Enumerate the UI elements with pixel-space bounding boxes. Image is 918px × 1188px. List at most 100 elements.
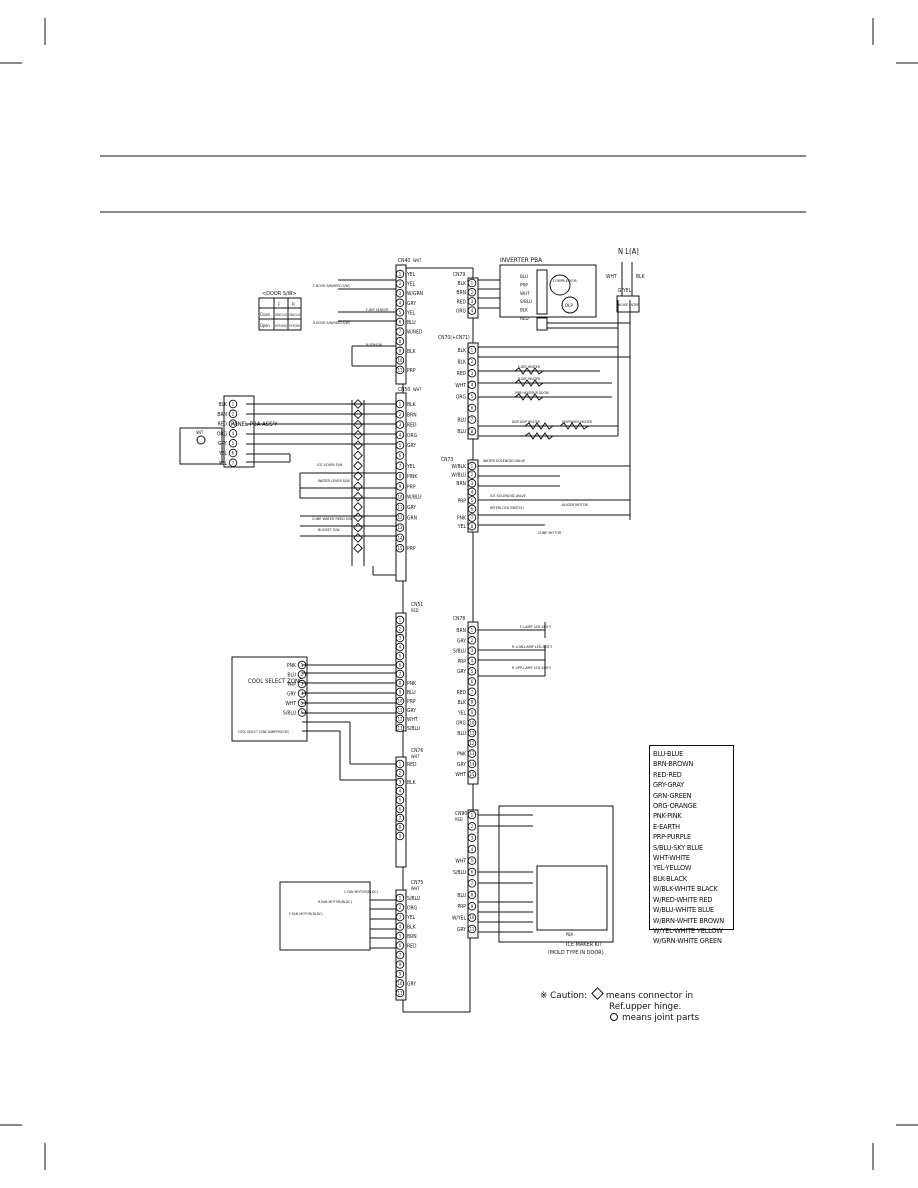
cn90-pin-label: BLU (457, 893, 466, 899)
cn75-name: CN75 (411, 880, 423, 886)
cn90-pin (467, 913, 477, 922)
cn40-color: WHT (413, 258, 422, 263)
cn75-pin-label: S/BLU (407, 896, 420, 902)
cn73-pin (467, 496, 477, 505)
cn70-pin-label: ORG (456, 394, 467, 400)
cn50-pin-number: 9 (399, 484, 402, 489)
cn73-pin (467, 504, 477, 514)
fan-motor-box (279, 881, 371, 951)
cn73-pin-number: 4 (471, 489, 474, 494)
caution-line-1: means connector in (605, 991, 694, 1001)
cn50-pin-number: 12 (398, 515, 403, 520)
legend-item: S/BLU-SKY BLUE (653, 843, 703, 852)
cn90-pin (467, 867, 477, 877)
cn50-pin-label: GRN (407, 515, 417, 521)
cn50-pin (395, 502, 405, 512)
cn40-pin-number: 11 (398, 368, 403, 373)
plug-left-label: WHT (606, 274, 617, 280)
cn79-pin-number: 2 (471, 290, 474, 295)
hinge-connector-diamond (353, 512, 363, 523)
cn40-pin-number: 8 (399, 339, 402, 344)
cn51-pin-number: 13 (398, 726, 403, 731)
cn75-pin-number: 3 (399, 915, 402, 920)
legend-item: YEL-YELLOW (653, 864, 692, 873)
heater-elements (514, 367, 589, 440)
cn76-name: CN76 (411, 748, 423, 754)
cn90-pin-number: 6 (471, 870, 474, 875)
pba-label: PBA (566, 932, 574, 937)
cn70-pin-number: 4 (471, 382, 474, 387)
cn40-pin-label: YEL (407, 282, 416, 288)
cn90-pin (467, 844, 477, 854)
cn75-pin-number: 10 (398, 981, 403, 986)
caution-line-2: Ref.upper hinge. (609, 1002, 682, 1012)
cn76-pin-number: 9 (399, 834, 402, 839)
panel-pin (228, 419, 238, 428)
cn40-pin-number: 4 (399, 300, 402, 305)
cn40-pin-number: 10 (398, 358, 403, 363)
cn75-pin-label: BRN (407, 934, 417, 940)
cn78-pin (467, 749, 477, 758)
cn78-pin (467, 728, 477, 738)
cn51-pin (395, 660, 405, 670)
cn79-pin-number: 1 (471, 281, 474, 286)
cn75-pin (395, 960, 405, 969)
legend-item: PRP-PURPLE (653, 833, 691, 842)
cn75-pin-label: BLK (407, 925, 417, 931)
cn50-color: WHT (413, 387, 422, 392)
cn78-pin (467, 646, 477, 655)
cn75-pin (395, 988, 405, 998)
cn78-pin-label: BRN (456, 628, 466, 634)
cn40-pin-label: GRY (407, 301, 416, 307)
cube-water-label: CUBE WATER REED S/W (312, 516, 353, 521)
cn51-pin (395, 687, 405, 697)
cn79-pin (467, 306, 477, 315)
r-fan-label: R-FAN MOTOR(BLDC) (318, 900, 352, 904)
cn90-name: CN90 (455, 811, 467, 817)
cn73-name: CN73 (441, 457, 453, 463)
legend-item: W/BLU-WHITE BLUE (653, 906, 714, 915)
cn78-pin-number: 11 (470, 731, 475, 736)
cn76-pin (395, 831, 405, 841)
cn40-pin (395, 336, 405, 346)
cn75-pin-number: 7 (399, 953, 402, 958)
legend-item: BLU-BLUE (653, 750, 684, 758)
cn76-pin (395, 768, 405, 778)
cn70-pin (467, 392, 477, 401)
cn50-pin (395, 430, 405, 440)
cn90-pin (467, 810, 477, 820)
water-valve-label: WATER SOLENOID-VALVE (483, 458, 525, 463)
cn78-pin-label: GRY (457, 669, 466, 675)
cn70-pin (467, 345, 477, 355)
cn78-pin-number: 13 (470, 751, 475, 756)
cn75-pin (395, 903, 405, 912)
cn90-pin-number: 8 (471, 892, 474, 897)
panel-pin-number: 5 (232, 441, 235, 446)
door-switch-title: <DOOR S/W> (262, 291, 297, 297)
cn70-pin (467, 368, 477, 378)
cn76-pin-label: BLK (407, 780, 417, 786)
cn70-pin (467, 403, 477, 413)
f-door-switch-label: F-DOOR S/W(REED S/W) (313, 284, 350, 288)
cn40-pin-number: 6 (399, 320, 402, 325)
door-switch-col-r: R (292, 302, 295, 308)
cool_select-pin-number: 4 (301, 691, 304, 696)
cn78-pin (467, 656, 477, 666)
cn50-pin (395, 543, 405, 553)
cn40-pin-label: BLK (407, 349, 417, 355)
cn51-pin (395, 696, 405, 706)
cn70-pin-number: 2 (471, 359, 474, 364)
cn78-pin (467, 708, 477, 717)
cn73-pin-number: 5 (471, 498, 474, 503)
cn50-pin-number: 1 (399, 402, 402, 407)
cn40-pin-label: W/GRN (407, 291, 423, 297)
legend-item: W/YEL-WHITE YELLOW (653, 926, 723, 935)
cn40-pin (395, 327, 405, 336)
cn76-pin (395, 822, 405, 832)
cn50-pin-label: BLK (407, 402, 417, 408)
cn40-pin-label: W/RED (407, 330, 423, 336)
cn50-pin-label: ORG (407, 433, 418, 439)
cn51-pin-number: 9 (399, 690, 402, 695)
right-wires (478, 279, 631, 933)
